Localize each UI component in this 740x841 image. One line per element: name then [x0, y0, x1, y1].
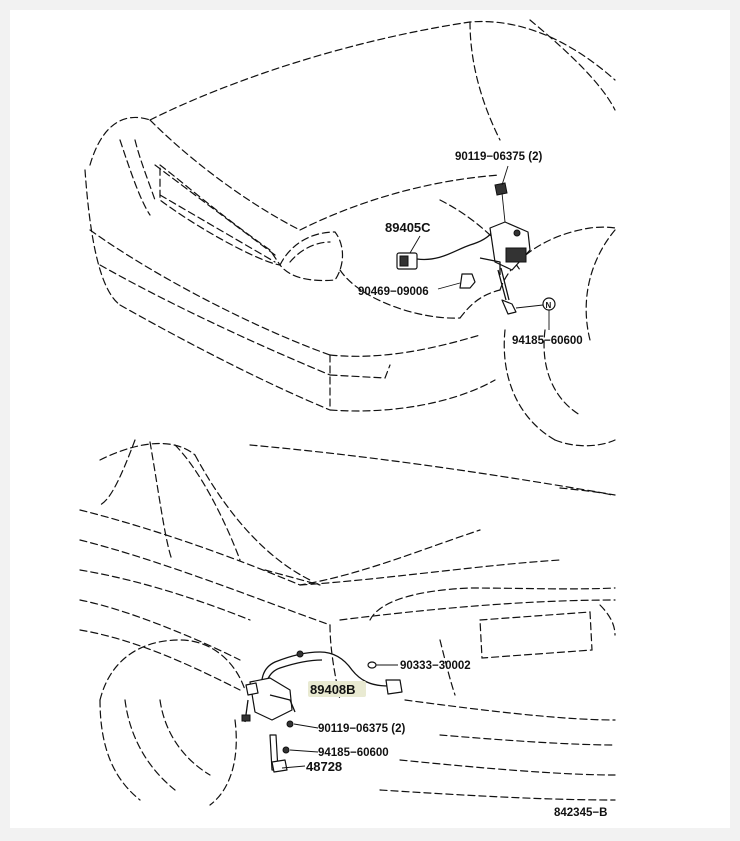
label-rear-grommet: 90333−30002 — [400, 660, 471, 672]
label-front-nut: 94185−60600 — [512, 335, 583, 347]
label-front-bolt: 90119−06375 (2) — [455, 151, 542, 163]
rear-nut-icon — [282, 746, 290, 754]
rear-grommet-icon — [367, 661, 377, 669]
label-rear-bracket: 48728 — [306, 759, 342, 774]
front-height-sensor: N — [396, 182, 556, 315]
front-link-icon — [501, 299, 517, 315]
rear-leader-lines — [281, 664, 398, 769]
label-rear-sensor: 89408B — [310, 682, 356, 697]
front-car-body — [84, 19, 616, 447]
front-sensor-body-icon — [489, 221, 531, 271]
label-front-sensor: 89405C — [385, 220, 431, 235]
rear-height-sensor — [241, 650, 403, 773]
front-bolt-icon — [494, 182, 508, 196]
rear-connector-icon — [385, 679, 403, 695]
front-bolt-icon — [513, 229, 521, 237]
nut-symbol-text: N — [546, 301, 552, 310]
front-clip-icon — [459, 273, 476, 289]
label-front-clip: 90469−09006 — [358, 286, 429, 298]
label-rear-nut: 94185−60600 — [318, 747, 389, 759]
rear-bolt-icon — [286, 720, 294, 728]
rear-car-body — [79, 439, 616, 806]
rear-sensor-body-icon — [249, 677, 293, 721]
front-leader-lines — [409, 165, 550, 330]
rear-sensor-highlight — [308, 681, 366, 697]
diagram-sheet — [10, 10, 730, 828]
diagram-code: 842345−B — [554, 807, 607, 819]
label-rear-bolt: 90119−06375 (2) — [318, 723, 405, 735]
